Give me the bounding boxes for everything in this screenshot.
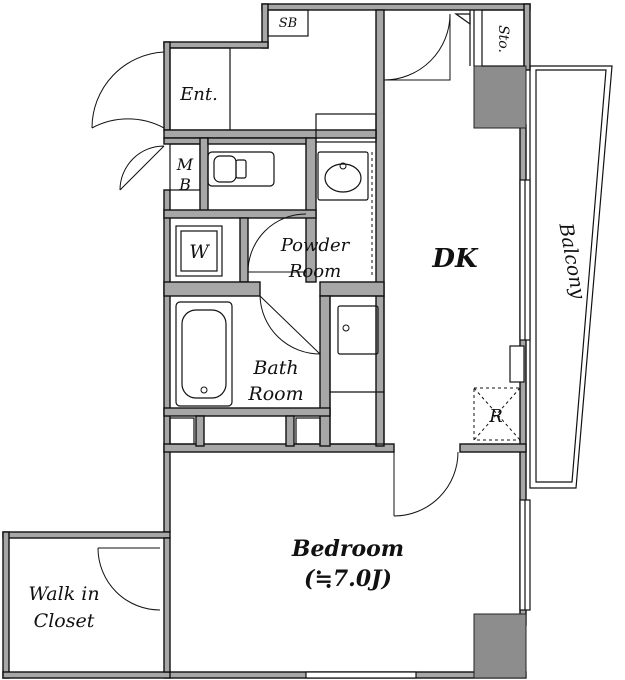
mb-door [119,145,165,191]
sto-label: Sto. [495,25,511,53]
mb-label-line1: M [176,155,194,174]
bedroom-label-line2: (≒7.0J) [304,566,392,592]
doors [91,10,471,611]
dk-door [383,13,451,81]
balcony-label: Balcony [554,220,589,300]
dk-label: DK [431,244,479,274]
washer-box [175,225,223,277]
bath-door [259,295,321,355]
washer-label: W [189,241,210,263]
bedroom-label-line1: Bedroom [291,536,404,562]
bath-label-line1: Bath [252,357,298,379]
ent-label: Ent. [179,84,218,105]
powder-label-line1: Powder [280,235,351,256]
entrance-door [91,52,165,129]
structural-columns [473,65,527,679]
bedroom-door [393,451,459,517]
refrigerator-label: R [488,406,503,427]
fixtures [175,151,521,441]
balcony [305,65,613,679]
closet-label-line1: Walk in [28,583,99,605]
toilet-tank [207,151,275,187]
powder-basin [317,151,369,201]
closet-door [97,547,161,611]
powder-label-line2: Room [288,261,341,282]
powder-door [247,213,307,273]
bath-label-line2: Room [247,383,303,405]
kitchen-sink [337,305,379,355]
interior-walls [163,9,525,673]
toilet-bowl [213,155,237,183]
bathtub [175,301,233,407]
outer-walls [2,3,531,679]
sb-label: SB [279,16,297,31]
mb-label-line2: B [178,175,191,194]
room-labels: SB Sto. Ent. M B W Powder Room DK Balcon… [28,16,589,632]
closet-label-line2: Closet [34,610,95,632]
refrigerator-space [473,387,521,441]
